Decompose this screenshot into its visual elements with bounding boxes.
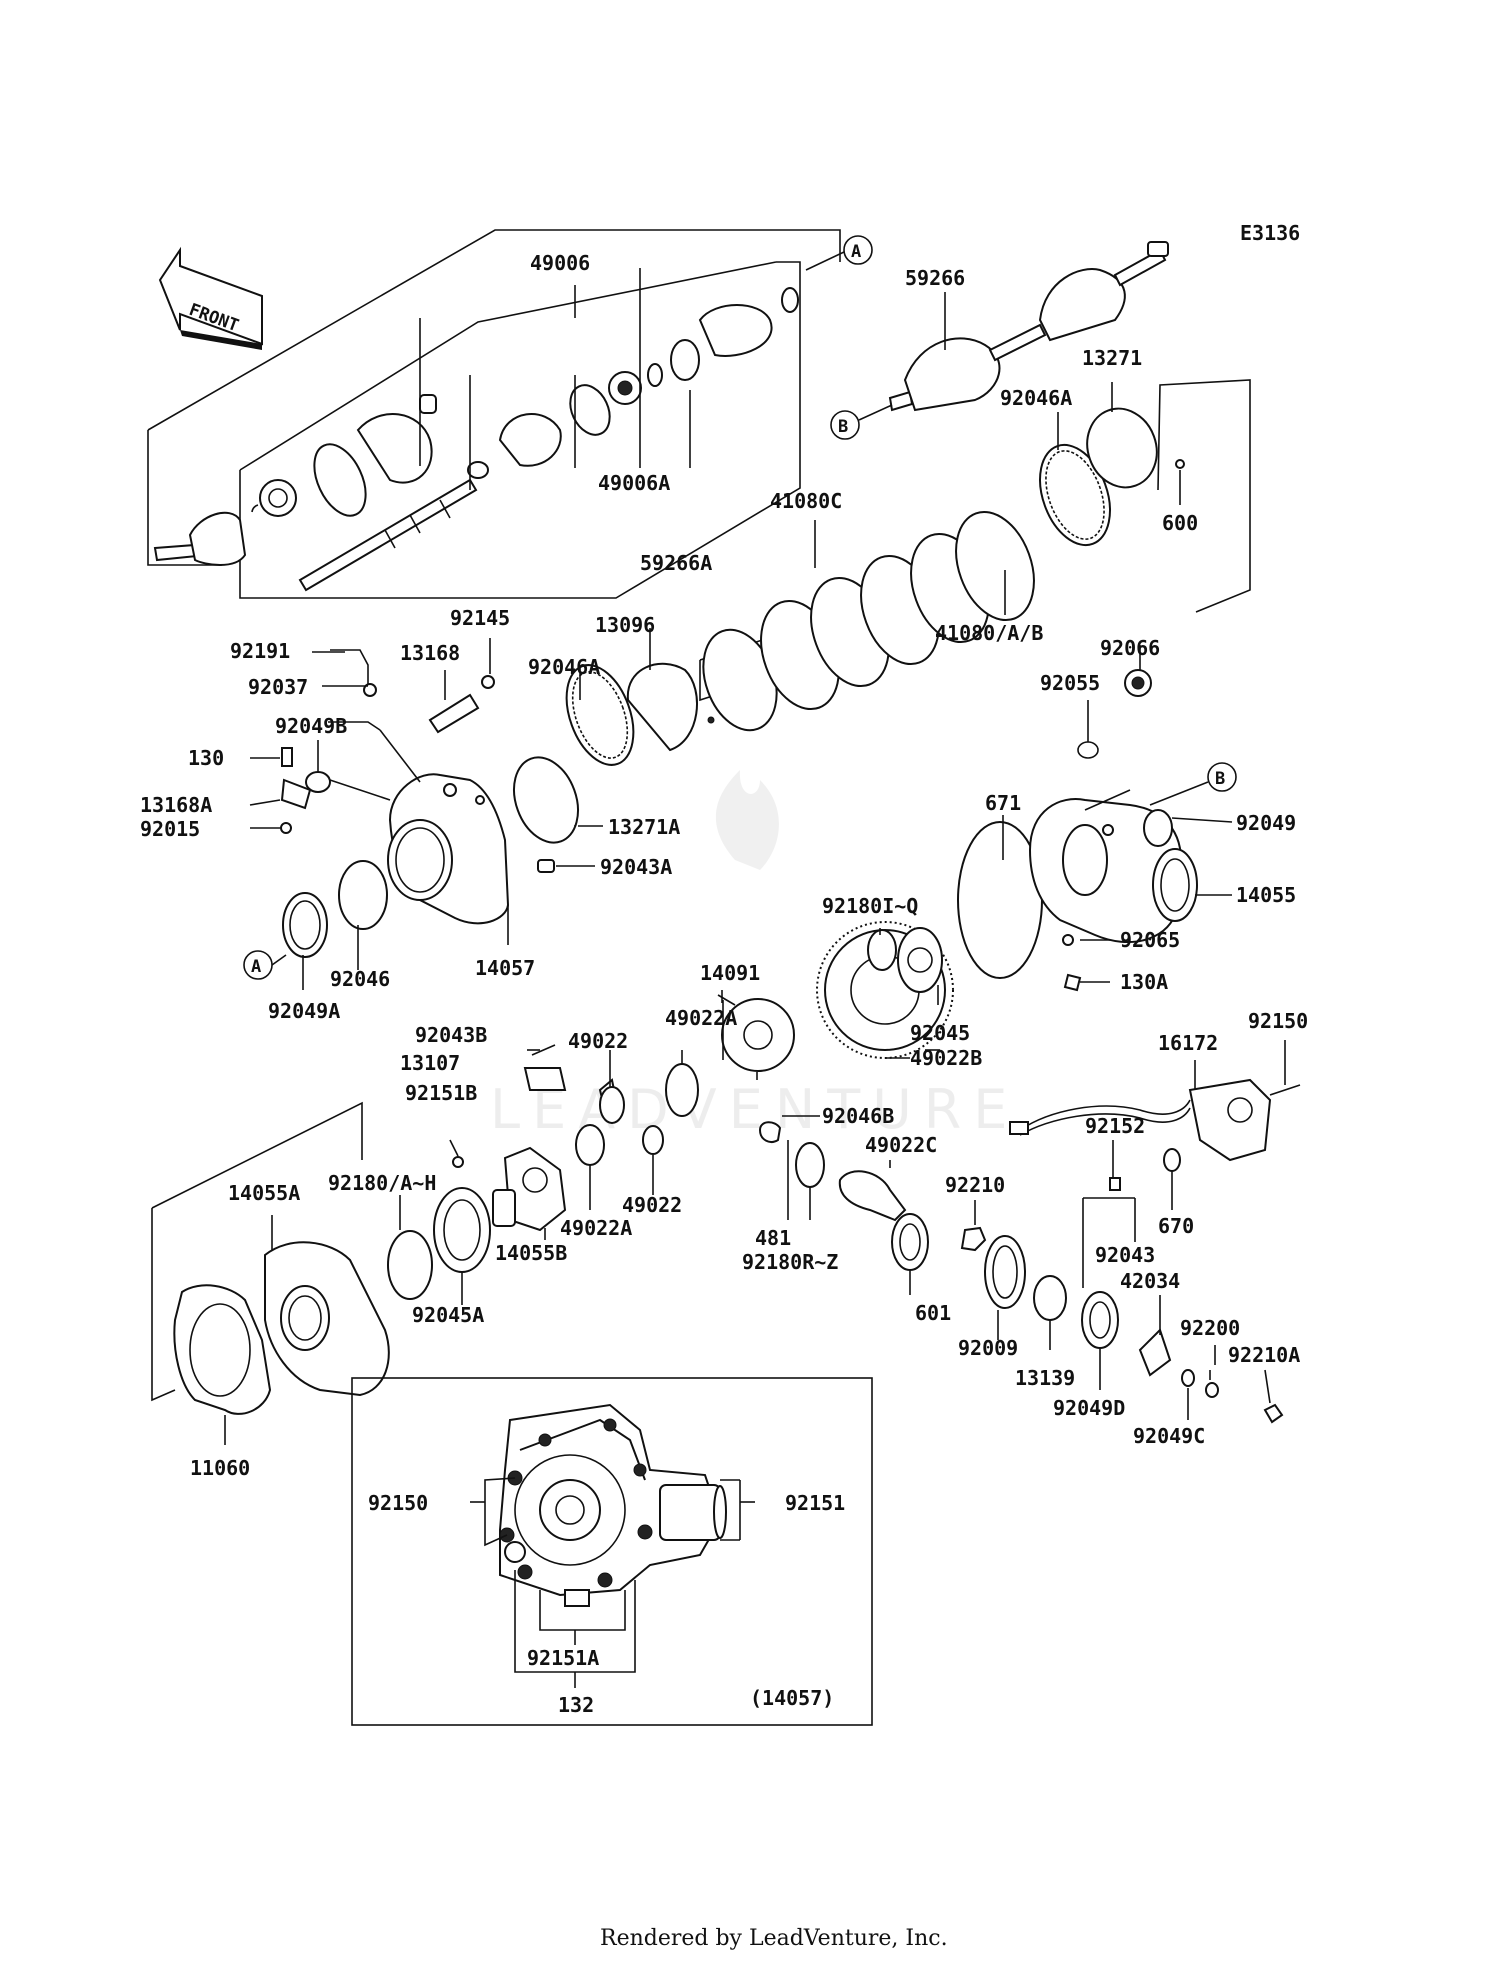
part-label-41080AB: 41080/A/B: [935, 621, 1043, 645]
part-label-670: 670: [1158, 1214, 1194, 1238]
clutch-top-group: [1039, 379, 1251, 613]
part-label-49022A-lower: 49022A: [560, 1216, 632, 1240]
part-label-49022-top: 49022: [568, 1029, 628, 1053]
part-label-13139: 13139: [1015, 1366, 1075, 1390]
housing-14057: [249, 721, 510, 990]
part-label-14057: 14057: [475, 956, 535, 980]
part-label-14055A: 14055A: [228, 1181, 300, 1205]
part-label-16172: 16172: [1158, 1031, 1218, 1055]
part-label-41080C: 41080C: [770, 489, 842, 513]
part-label-92065: 92065: [1120, 928, 1180, 952]
part-label-92046A-left: 92046A: [528, 655, 600, 679]
part-label-13096: 13096: [595, 613, 655, 637]
part-label-92180IQ: 92180I~Q: [822, 894, 918, 918]
part-label-14055: 14055: [1236, 883, 1296, 907]
part-label-92045: 92045: [910, 1021, 970, 1045]
part-label-13271: 13271: [1082, 346, 1142, 370]
differential-center: [717, 921, 954, 1222]
part-label-92049B: 92049B: [275, 714, 347, 738]
callout-a-left-label: A: [251, 957, 261, 977]
inset-housing-14057: [351, 1377, 873, 1726]
part-label-92009: 92009: [958, 1336, 1018, 1360]
part-label-92049D: 92049D: [1053, 1396, 1125, 1420]
watermark-text: LEADVENTURE: [490, 1078, 1019, 1141]
callout-b-top-label: B: [838, 417, 848, 437]
axle-group: [147, 229, 841, 599]
part-label-92145: 92145: [450, 606, 510, 630]
part-label-92046B: 92046B: [822, 1104, 894, 1128]
part-label-92043: 92043: [1095, 1243, 1155, 1267]
part-label-92015: 92015: [140, 817, 200, 841]
part-label-92180AH: 92180/A~H: [328, 1171, 436, 1195]
part-label-13107: 13107: [400, 1051, 460, 1075]
part-label-92151B: 92151B: [405, 1081, 477, 1105]
part-label-14091: 14091: [700, 961, 760, 985]
part-label-130A: 130A: [1120, 970, 1168, 994]
part-label-671: 671: [985, 791, 1021, 815]
part-label-92150-right: 92150: [1248, 1009, 1308, 1033]
part-label-92210: 92210: [945, 1173, 1005, 1197]
part-label-92151A: 92151A: [527, 1646, 599, 1670]
part-label-49006A: 49006A: [598, 471, 670, 495]
part-label-13168: 13168: [400, 641, 460, 665]
part-label-92066: 92066: [1100, 636, 1160, 660]
part-label-13271A: 13271A: [608, 815, 680, 839]
part-label-130: 130: [188, 746, 224, 770]
part-label-92049A: 92049A: [268, 999, 340, 1023]
part-label-92049: 92049: [1236, 811, 1296, 835]
part-label-13168A: 13168A: [140, 793, 212, 817]
part-label-92180RZ: 92180R~Z: [742, 1250, 838, 1274]
part-label-92210A: 92210A: [1228, 1343, 1300, 1367]
part-label-92055: 92055: [1040, 671, 1100, 695]
part-label-92046A-top: 92046A: [1000, 386, 1072, 410]
front-arrow-icon: FRONT: [158, 246, 263, 350]
part-label-59266A: 59266A: [640, 551, 712, 575]
diff-left-gears: [387, 1044, 699, 1305]
part-label-92043B: 92043B: [415, 1023, 487, 1047]
part-label-92191: 92191: [230, 639, 290, 663]
part-label-11060: 11060: [190, 1456, 250, 1480]
part-label-92037: 92037: [248, 675, 308, 699]
housing-14055: [957, 645, 1233, 992]
callout-a-top-label: A: [851, 242, 861, 262]
part-label-49022A-center: 49022A: [665, 1006, 737, 1030]
diagram-code: E3136: [1240, 221, 1300, 245]
part-label-49022-lower: 49022: [622, 1193, 682, 1217]
part-label-42034: 42034: [1120, 1269, 1180, 1293]
part-label-92046: 92046: [330, 967, 390, 991]
clutch-plates: [699, 510, 1035, 732]
part-label-59266: 59266: [905, 266, 965, 290]
part-label-49006: 49006: [530, 251, 590, 275]
part-label-92200: 92200: [1180, 1316, 1240, 1340]
part-label-600: 600: [1162, 511, 1198, 535]
part-label-481: 481: [755, 1226, 791, 1250]
callout-b-right-label: B: [1215, 769, 1225, 789]
callout-a-top: [843, 235, 873, 265]
part-label-49022C: 49022C: [865, 1133, 937, 1157]
part-label-92150-inset: 92150: [368, 1491, 428, 1515]
callout-b-right: [1207, 762, 1237, 792]
leadventure-watermark: LEADVENTURE: [490, 770, 1019, 1141]
part-label-92152: 92152: [1085, 1114, 1145, 1138]
inset-label: (14057): [750, 1686, 834, 1710]
cover-14055A: [151, 1101, 390, 1445]
footer-credit: Rendered by LeadVenture, Inc.: [600, 1926, 948, 1951]
sensor-group: [1009, 1040, 1301, 1288]
part-label-92049C: 92049C: [1133, 1424, 1205, 1448]
part-label-92043A: 92043A: [600, 855, 672, 879]
axle-59266: [888, 241, 1169, 412]
part-label-92045A: 92045A: [412, 1303, 484, 1327]
part-label-14055B: 14055B: [495, 1241, 567, 1265]
part-label-92151-inset: 92151: [785, 1491, 845, 1515]
callout-b-top: [830, 410, 860, 440]
pinion-bearing-group: [891, 1200, 1284, 1424]
part-label-601: 601: [915, 1301, 951, 1325]
part-label-132: 132: [558, 1693, 594, 1717]
part-label-49022B: 49022B: [910, 1046, 982, 1070]
clutch-left-group: [312, 628, 698, 873]
